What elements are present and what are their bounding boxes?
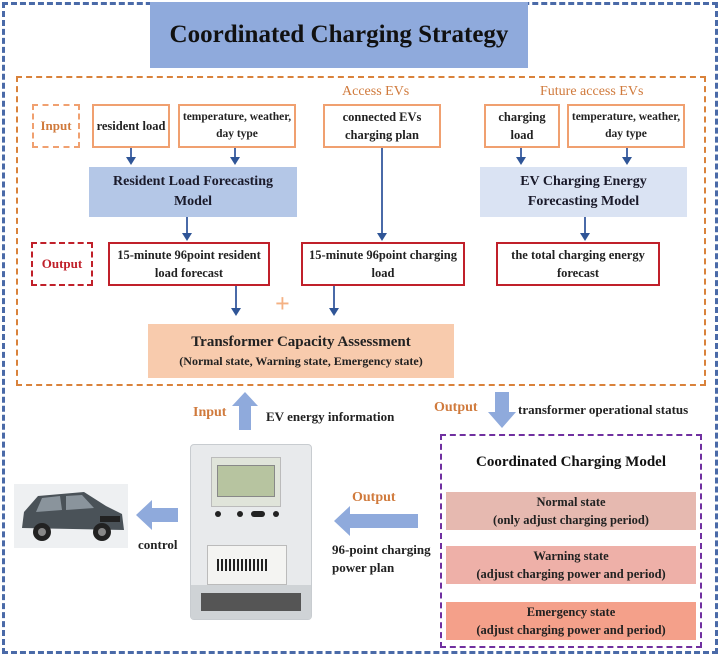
arrow-down-icon [329,308,339,316]
ccm-title: Coordinated Charging Model [475,454,666,470]
coordinated-charging-model [440,434,702,648]
state-desc: (adjust charging power and period) [476,567,666,581]
access-evs-label: Access EVs [342,84,410,99]
ev-energy-info-label: EV energy information [266,409,395,424]
smart-meter-image [190,444,312,620]
arrow-line [130,148,132,158]
arrow-line [626,148,628,158]
resident-load-input: resident load [92,104,170,148]
connected-evs-input: connected EVs charging plan [323,104,441,148]
transformer-capacity-assessment: Transformer Capacity Assessment (Normal … [148,324,454,378]
arrow-line [234,148,236,158]
arrow-down-large-icon [488,392,516,428]
arrow-down-icon [230,157,240,165]
flow-output-label: Output [434,400,478,415]
arrow-line [186,217,188,235]
state-name: Warning state [533,548,609,563]
assessment-title: Transformer Capacity Assessment [191,333,411,350]
flow-output-label-2: Output [352,490,396,505]
arrow-down-icon [622,157,632,165]
normal-state-box: Normal state (only adjust charging perio… [446,492,696,530]
state-desc: (only adjust charging period) [493,513,649,527]
arrow-line [584,217,586,235]
charging-load-output: 15-minute 96point charging load [301,242,465,286]
electric-vehicle-image [14,484,128,548]
temperature-weather-input-2: temperature, weather, day type [567,104,685,148]
arrow-down-icon [126,157,136,165]
arrow-line [381,148,383,234]
arrow-line [333,286,335,310]
temperature-weather-input-1: temperature, weather, day type [178,104,296,148]
charging-load-input: charging load [484,104,560,148]
arrow-left-icon [334,506,418,536]
assessment-subtitle: (Normal state, Warning state, Emergency … [179,353,423,368]
future-access-evs-label: Future access EVs [540,84,644,99]
arrow-down-icon [580,233,590,241]
transformer-status-label: transformer operational status [518,402,689,417]
state-name: Emergency state [526,604,616,619]
arrow-line [520,148,522,158]
arrow-left-icon [136,500,178,530]
flow-input-label: Input [193,405,227,420]
arrow-down-icon [516,157,526,165]
ev-charging-energy-forecasting-model: EV Charging Energy Forecasting Model [480,167,687,217]
arrow-down-icon [231,308,241,316]
forecasting-section [16,76,706,386]
arrow-down-icon [377,233,387,241]
total-charging-energy-output: the total charging energy forecast [496,242,660,286]
state-desc: (adjust charging power and period) [476,623,666,637]
state-name: Normal state [536,494,606,509]
charging-power-plan-label: 96-point charging power plan [332,542,431,576]
resident-load-forecast-output: 15-minute 96point resident load forecast [108,242,270,286]
arrow-down-icon [182,233,192,241]
control-label: control [138,537,178,552]
warning-state-box: Warning state (adjust charging power and… [446,546,696,584]
page-title: Coordinated Charging Strategy [150,2,528,68]
emergency-state-box: Emergency state (adjust charging power a… [446,602,696,640]
output-tag: Output [31,242,93,286]
resident-load-forecasting-model: Resident Load Forecasting Model [89,167,297,217]
plus-icon: + [275,289,290,318]
arrow-line [235,286,237,310]
input-tag: Input [32,104,80,148]
arrow-up-icon [232,392,258,430]
